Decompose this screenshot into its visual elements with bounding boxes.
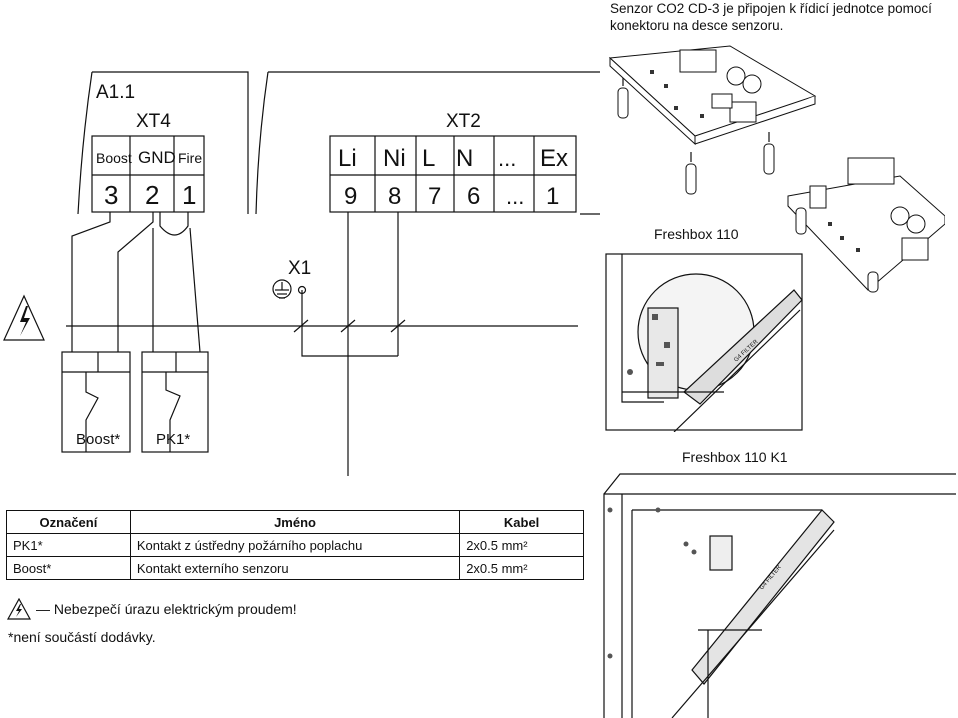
xt2-label-l: L bbox=[422, 145, 435, 172]
contact-boost-label: Boost* bbox=[76, 431, 120, 448]
xt2-label-li: Li bbox=[338, 145, 357, 172]
table-cell: Kontakt externího senzoru bbox=[129, 556, 461, 580]
freshbox-110-k1-illustration: G4 FILTER bbox=[603, 473, 956, 718]
freshbox-110-illustration: G4 FILTER bbox=[605, 253, 803, 432]
freshbox-110-k1-title: Freshbox 110 K1 bbox=[682, 449, 788, 465]
sensor-caption: Senzor CO2 CD-3 je připojen k řídicí jed… bbox=[610, 1, 932, 33]
module-label: A1.1 bbox=[96, 82, 135, 103]
table-cell: PK1* bbox=[6, 533, 131, 557]
header-designation: Označení bbox=[6, 510, 131, 534]
danger-note: — Nebezpečí úrazu elektrickým proudem! bbox=[36, 601, 297, 617]
xt2-number-6: 6 bbox=[467, 183, 480, 210]
table-cell: Kontakt z ústředny požárního poplachu bbox=[129, 533, 461, 557]
table-cell: 2x0.5 mm² bbox=[459, 533, 584, 557]
xt2-number-1: 1 bbox=[546, 183, 559, 210]
xt2-label-ni: Ni bbox=[383, 145, 406, 172]
xt4-title: XT4 bbox=[136, 111, 171, 132]
ground-label: X1 bbox=[288, 258, 311, 279]
table-row: Boost* Kontakt externího senzoru 2x0.5 m… bbox=[6, 556, 584, 580]
table-header-row: Označení Jméno Kabel bbox=[6, 510, 584, 534]
xt4-number-1: 1 bbox=[182, 180, 196, 210]
xt2-number-9: 9 bbox=[344, 183, 357, 210]
xt2-label-ex: Ex bbox=[540, 145, 568, 172]
table-row: PK1* Kontakt z ústředny požárního poplac… bbox=[6, 533, 584, 557]
table-cell: 2x0.5 mm² bbox=[459, 556, 584, 580]
xt2-number-7: 7 bbox=[428, 183, 441, 210]
xt2-label-n: N bbox=[456, 145, 473, 172]
xt2-number-8: 8 bbox=[388, 183, 401, 210]
xt4-label-boost: Boost bbox=[96, 150, 132, 166]
freshbox-110-title: Freshbox 110 bbox=[654, 226, 739, 242]
contact-pk1-label: PK1* bbox=[156, 431, 190, 448]
wiring-diagram: A1.1 XT4 Boost GND Fire 3 2 1 XT2 Li Ni … bbox=[3, 71, 600, 476]
xt4-number-2: 2 bbox=[145, 180, 159, 210]
sensor-board-illustration bbox=[608, 45, 945, 293]
header-cable: Kabel bbox=[459, 510, 584, 534]
xt4-label-fire: Fire bbox=[178, 150, 202, 166]
cable-table: Označení Jméno Kabel PK1* Kontakt z ústř… bbox=[6, 510, 584, 580]
header-name: Jméno bbox=[129, 510, 461, 534]
xt4-label-gnd: GND bbox=[138, 148, 176, 167]
xt2-label-dots: ... bbox=[498, 146, 516, 171]
xt2-title: XT2 bbox=[446, 111, 481, 132]
table-cell: Boost* bbox=[6, 556, 131, 580]
xt4-number-3: 3 bbox=[104, 180, 118, 210]
danger-icon bbox=[6, 598, 32, 620]
not-included-note: *není součástí dodávky. bbox=[8, 629, 156, 645]
xt2-number-dots: ... bbox=[506, 184, 524, 209]
